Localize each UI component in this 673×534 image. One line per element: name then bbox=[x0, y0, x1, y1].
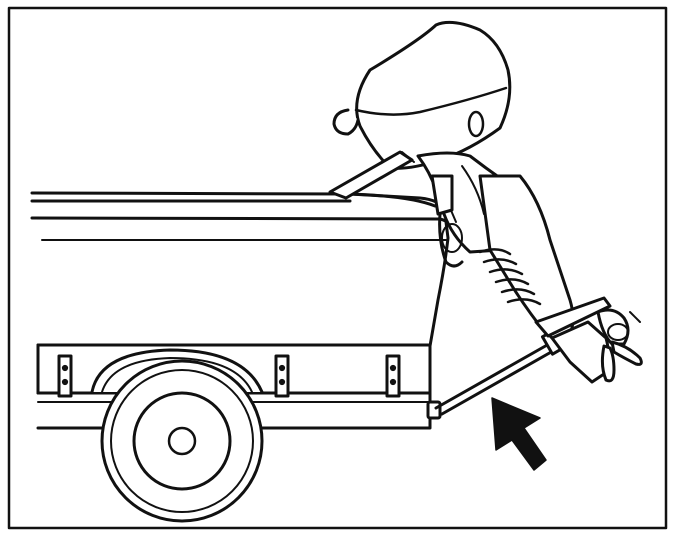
outboard-motor bbox=[328, 20, 643, 384]
callout-arrow-icon bbox=[491, 397, 547, 471]
boat-hull bbox=[30, 191, 456, 348]
tiller-handle bbox=[328, 150, 414, 200]
trailer-wheel bbox=[100, 359, 264, 523]
bunk-bracket bbox=[385, 354, 401, 398]
frame-border bbox=[7, 6, 668, 530]
bunk-bracket bbox=[57, 354, 73, 398]
bunk-bracket bbox=[274, 354, 290, 398]
propeller bbox=[596, 308, 643, 383]
